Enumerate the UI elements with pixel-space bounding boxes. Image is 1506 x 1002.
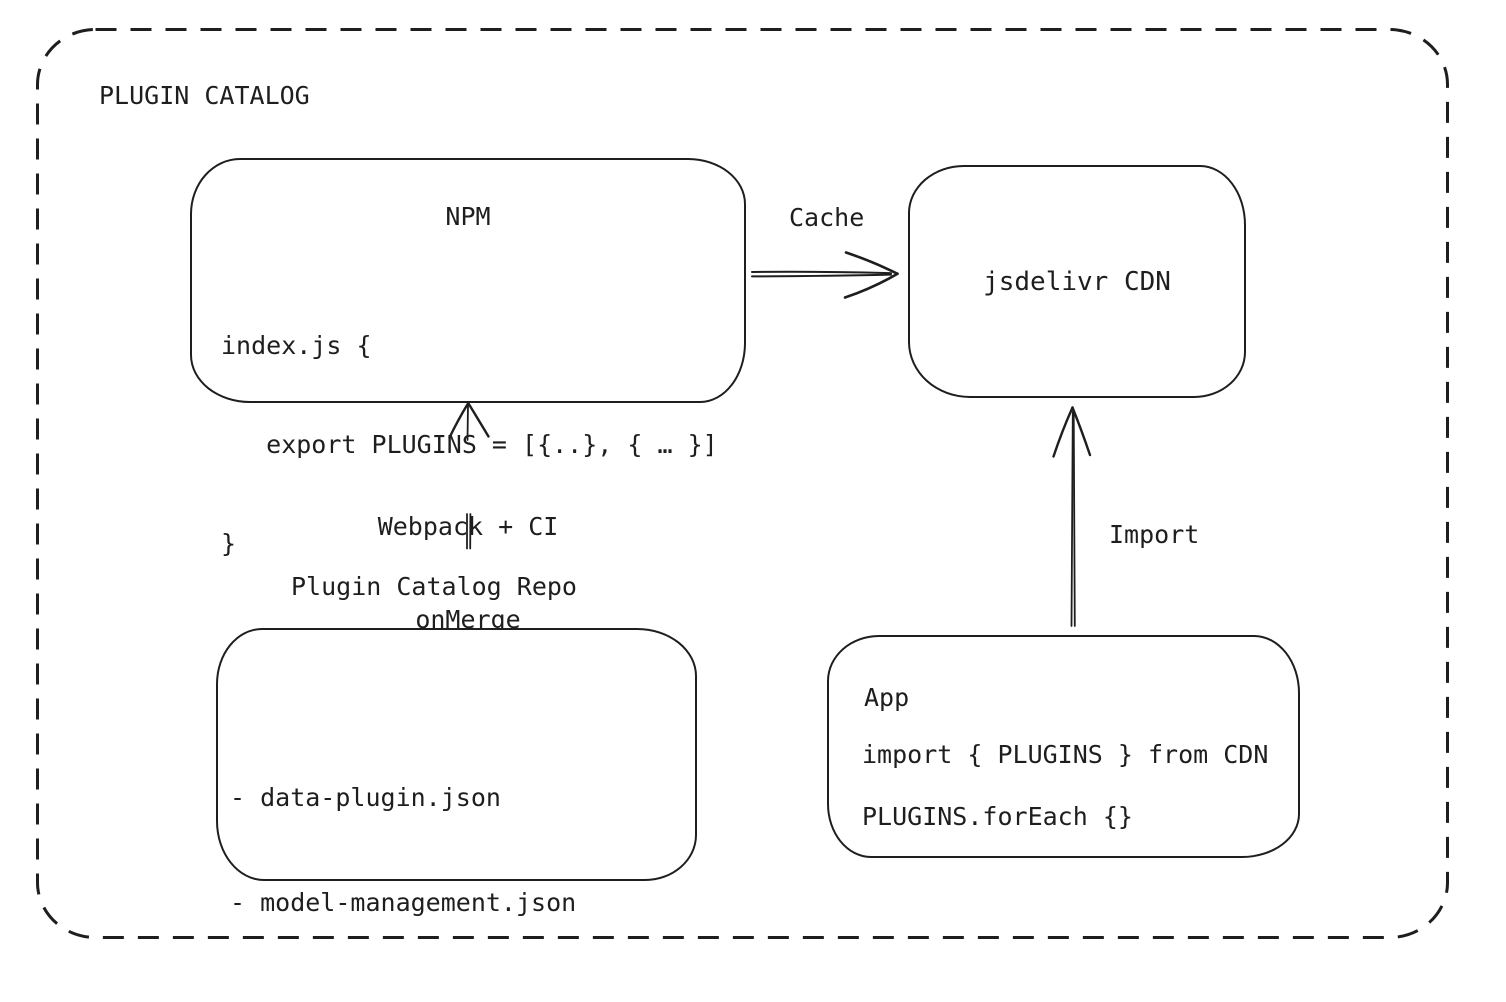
build-arrow xyxy=(448,402,490,550)
repo-file-line: ... xyxy=(230,990,576,1002)
jsdelivr-cdn-node: jsdelivr CDN xyxy=(908,165,1246,398)
jsdelivr-cdn-label: jsdelivr CDN xyxy=(983,266,1171,297)
repo-file-list: - data-plugin.json - model-management.js… xyxy=(230,710,576,1002)
app-code-line: PLUGINS.forEach {} xyxy=(862,802,1133,831)
app-node-title: App xyxy=(864,683,910,712)
npm-code-block: index.js { export PLUGINS = [{..}, { … }… xyxy=(221,263,718,626)
app-node: App import { PLUGINS } from CDN PLUGINS.… xyxy=(827,635,1300,858)
build-arrow-label-line: Webpack + CI xyxy=(377,512,559,541)
app-code-line: import { PLUGINS } from CDN xyxy=(862,740,1269,769)
npm-code-line: export PLUGINS = [{..}, { … }] xyxy=(221,430,718,459)
repo-caption: Plugin Catalog Repo xyxy=(291,572,577,601)
npm-node-title: NPM xyxy=(445,202,491,231)
import-arrow xyxy=(1052,406,1092,627)
repo-file-line: - model-management.json xyxy=(230,888,577,917)
plugin-catalog-boundary xyxy=(36,28,1449,939)
cache-arrow-label: Cache xyxy=(789,203,865,232)
cache-arrow xyxy=(751,251,899,299)
diagram-title: PLUGIN CATALOG xyxy=(99,81,310,110)
npm-code-line: } xyxy=(221,529,237,558)
plugin-catalog-repo-node: - data-plugin.json - model-management.js… xyxy=(216,628,697,1002)
repo-file-line: - data-plugin.json xyxy=(230,783,501,812)
import-arrow-label: Import xyxy=(1109,520,1200,549)
npm-code-line: index.js { xyxy=(221,331,372,360)
npm-node: NPM index.js { export PLUGINS = [{..}, {… xyxy=(190,158,746,558)
